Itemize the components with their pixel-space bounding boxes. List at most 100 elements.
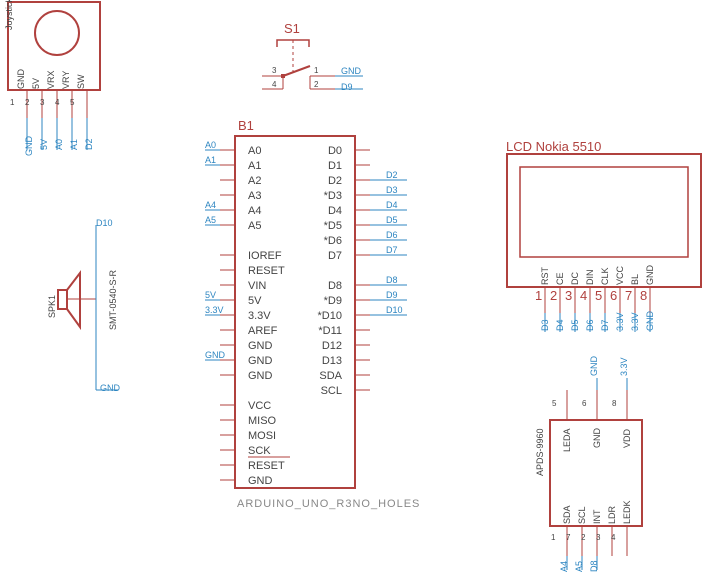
arduino-left-net-label: 5V xyxy=(205,290,216,300)
lcd-pin-label: CLK xyxy=(600,267,610,285)
arduino-right-pin-label: D13 xyxy=(322,355,342,367)
apds-net-label: A4 xyxy=(559,561,569,572)
lcd-pin-label: VCC xyxy=(615,265,625,285)
arduino-left-net-label: GND xyxy=(205,350,226,360)
arduino-left-pin-label: A1 xyxy=(248,160,261,172)
arduino-left-pin-label: GND xyxy=(248,370,273,382)
lcd-part[interactable]: LCD Nokia 5510 RST1D3CE2D4DC3D5DIN4D6CLK… xyxy=(506,139,702,332)
arduino-left-pin-label: IOREF xyxy=(248,250,282,262)
lcd-net-label: D7 xyxy=(600,319,610,331)
apds-pin-number: 5 xyxy=(552,399,557,408)
switch-pin-number: 1 xyxy=(314,66,319,75)
apds-net-label: 3.3V xyxy=(619,357,629,376)
joystick-net-label: A1 xyxy=(69,139,79,150)
joystick-pin-number: 2 xyxy=(25,98,30,107)
arduino-part[interactable]: B1 ARDUINO_UNO_R3NO_HOLES A0A1A2A3A4A5IO… xyxy=(205,118,420,510)
switch-net-label: D9 xyxy=(341,82,353,92)
speaker-cone xyxy=(66,270,81,331)
speaker-part[interactable]: SPK1 SMT-0540-S-R D10 GND xyxy=(47,218,121,393)
arduino-body xyxy=(234,135,356,489)
arduino-left-net-label: A5 xyxy=(205,215,216,225)
arduino-left-pin-label: A5 xyxy=(248,220,261,232)
lcd-pin-label: DIN xyxy=(585,270,595,286)
arduino-left-pin-label: A0 xyxy=(248,145,261,157)
joystick-pin-label: VRY xyxy=(61,71,71,89)
joystick-net-label: D2 xyxy=(84,138,94,150)
joystick-pin-number: 5 xyxy=(70,98,75,107)
arduino-left-pin-label: VCC xyxy=(248,400,271,412)
apds-part[interactable]: APDS-9960 5 6 8 LEDA GND VDD GND 3.3V SD… xyxy=(535,356,643,573)
apds-body xyxy=(549,419,643,527)
arduino-right-net-label: D5 xyxy=(386,215,398,225)
arduino-right-pin-label: D12 xyxy=(322,340,342,352)
lcd-pin-number: 3 xyxy=(565,288,572,303)
apds-net-label: GND xyxy=(589,356,599,377)
lcd-pin-number: 8 xyxy=(640,288,647,303)
arduino-left-pin-label: SCK xyxy=(248,445,271,457)
lcd-net-label: 3.3V xyxy=(615,312,625,331)
arduino-left-pin-label: RESET xyxy=(248,265,285,277)
lcd-net-label: D6 xyxy=(585,319,595,331)
arduino-right-pin-label: D0 xyxy=(328,145,342,157)
switch-s1-part[interactable]: S1 3 4 1 2 GND D9 xyxy=(262,21,363,92)
speaker-ref: SPK1 xyxy=(47,295,57,318)
switch-ref: S1 xyxy=(284,21,300,36)
apds-pin-label: GND xyxy=(592,428,602,449)
arduino-left-pin-label: MISO xyxy=(248,415,277,427)
apds-pin-label: LEDK xyxy=(622,500,632,524)
switch-contact xyxy=(281,74,285,78)
apds-pin-label: LDR xyxy=(607,505,617,524)
arduino-left-net-label: A1 xyxy=(205,155,216,165)
arduino-left-pin-label: VIN xyxy=(248,280,266,292)
lcd-net-label: D4 xyxy=(555,319,565,331)
apds-net-label: A5 xyxy=(574,561,584,572)
apds-pin-number: 1 xyxy=(551,533,556,542)
arduino-right-pin-label: D4 xyxy=(328,205,342,217)
arduino-right-net-label: D2 xyxy=(386,170,398,180)
switch-blade xyxy=(282,65,311,77)
apds-pin-label: SDA xyxy=(562,505,572,524)
arduino-right-net-label: D4 xyxy=(386,200,398,210)
arduino-right-pin-label: SDA xyxy=(319,370,342,382)
lcd-net-label: GND xyxy=(645,311,655,332)
apds-pin-label: SCL xyxy=(577,506,587,524)
apds-pin-number: 8 xyxy=(612,399,617,408)
lcd-pin-number: 5 xyxy=(595,288,602,303)
apds-pin-number: 4 xyxy=(611,533,616,542)
arduino-right-net-label: D7 xyxy=(386,245,398,255)
lcd-pin-number: 1 xyxy=(535,288,542,303)
arduino-left-pin-label: 5V xyxy=(248,295,262,307)
arduino-right-net-label: D8 xyxy=(386,275,398,285)
joystick-part[interactable]: Joystick GND 5V VRX VRY SW 1 2 3 4 5 GND… xyxy=(4,0,101,157)
arduino-right-pin-label: SCL xyxy=(321,385,342,397)
arduino-right-net-label: D6 xyxy=(386,230,398,240)
speaker-net-label: D10 xyxy=(96,218,113,228)
speaker-value: SMT-0540-S-R xyxy=(108,269,118,330)
switch-net-label: GND xyxy=(341,66,362,76)
arduino-left-pin-label: RESET xyxy=(248,460,285,472)
apds-pin-number: 2 xyxy=(581,533,586,542)
lcd-pin-number: 6 xyxy=(610,288,617,303)
arduino-left-pin-label: A2 xyxy=(248,175,261,187)
joystick-pin-label: 5V xyxy=(31,78,41,89)
lcd-pin-number: 2 xyxy=(550,288,557,303)
arduino-right-pin-label: *D10 xyxy=(318,310,342,322)
joystick-pin-number: 1 xyxy=(10,98,15,107)
joystick-net-label: A0 xyxy=(54,139,64,150)
arduino-right-pin-label: *D9 xyxy=(324,295,342,307)
joystick-pin-number: 4 xyxy=(55,98,60,107)
joystick-net-label: 5V xyxy=(39,139,49,150)
joystick-net-label: GND xyxy=(24,136,34,157)
lcd-pin-label: RST xyxy=(540,266,550,285)
apds-pin-number: 6 xyxy=(582,399,587,408)
arduino-left-pin-label: AREF xyxy=(248,325,278,337)
arduino-right-net-label: D10 xyxy=(386,305,403,315)
arduino-right-pin-label: *D3 xyxy=(324,190,342,202)
lcd-pin-number: 7 xyxy=(625,288,632,303)
arduino-right-pin-label: *D6 xyxy=(324,235,342,247)
arduino-left-pin-label: GND xyxy=(248,475,273,487)
lcd-net-label: D5 xyxy=(570,319,580,331)
speaker-net-label: GND xyxy=(100,383,121,393)
